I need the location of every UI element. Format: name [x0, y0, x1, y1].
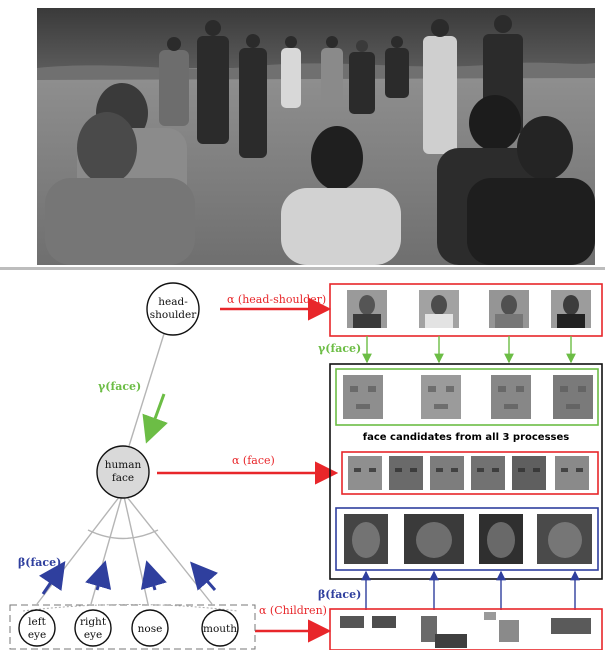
alpha-face-thumb — [555, 456, 589, 490]
node-head-shoulder: head- shoulder — [146, 282, 200, 336]
children-parts-thumbnails — [340, 612, 591, 648]
svg-text:left: left — [28, 616, 46, 628]
beta-face-box — [335, 507, 599, 571]
alpha-face-box — [341, 451, 599, 495]
node-nose: nose — [131, 609, 169, 647]
part-thumb-mouth — [435, 634, 467, 648]
alpha-face-thumb — [348, 456, 382, 490]
scene-photograph — [37, 8, 595, 265]
head-shoulder-thumb — [551, 290, 591, 328]
gamma-face-thumb — [491, 375, 531, 419]
beta-face-label-right: β(face) — [318, 588, 361, 601]
head-shoulder-thumb — [419, 290, 459, 328]
separator-line — [0, 267, 605, 270]
face-candidates-caption: face candidates from all 3 processes — [363, 432, 570, 443]
part-thumb-eye — [372, 616, 396, 628]
node-human-face: human face — [96, 445, 150, 499]
svg-text:nose: nose — [138, 623, 163, 635]
beta-candidate-arrows — [361, 570, 580, 610]
gamma-candidate-arrows — [362, 336, 576, 364]
part-thumb-eye — [340, 616, 364, 628]
node-mouth: mouth — [201, 609, 239, 647]
part-thumb-nose — [421, 616, 437, 642]
alpha-children-label: α (Children) — [259, 604, 327, 617]
gamma-face-label-left: γ(face) — [98, 380, 141, 393]
alpha-face-thumb — [430, 456, 464, 490]
alpha-face-thumbnails — [348, 456, 589, 490]
alpha-face-thumb — [512, 456, 546, 490]
node-left-eye: left eye — [18, 609, 56, 647]
alpha-head-shoulder-label: α (head-shoulder) — [227, 293, 326, 306]
head-shoulder-thumb — [489, 290, 529, 328]
svg-text:shoulder: shoulder — [150, 309, 198, 321]
svg-text:right: right — [80, 616, 107, 628]
gamma-face-thumb — [343, 375, 383, 419]
beta-face-thumbnails — [344, 514, 592, 564]
part-thumb-nose — [499, 620, 519, 642]
svg-text:head-: head- — [158, 296, 188, 308]
svg-text:mouth: mouth — [203, 623, 237, 635]
alpha-face-label: α (face) — [232, 454, 275, 467]
head-shoulder-box — [329, 283, 603, 337]
face-candidates-box — [329, 363, 603, 580]
svg-text:eye: eye — [28, 629, 46, 641]
svg-text:face: face — [112, 472, 134, 484]
gamma-face-arrow — [142, 393, 168, 444]
alpha-face-thumb — [471, 456, 505, 490]
gamma-face-thumb — [421, 375, 461, 419]
gamma-face-thumb — [553, 375, 593, 419]
gamma-face-thumbnails — [343, 375, 593, 419]
head-shoulder-thumb — [347, 290, 387, 328]
beta-face-label-left: β(face) — [18, 556, 61, 569]
svg-text:eye: eye — [84, 629, 102, 641]
and-or-graph-diagram: γ(face) β(face) α (head-shoulder) α (fac… — [0, 272, 605, 651]
part-thumb-mouth — [551, 618, 591, 634]
head-shoulder-thumbnails — [347, 290, 591, 328]
node-right-eye: right eye — [74, 609, 112, 647]
gamma-face-label-right: γ(face) — [318, 342, 361, 355]
gamma-face-box — [335, 368, 599, 426]
svg-text:human: human — [105, 459, 142, 471]
alpha-face-thumb — [389, 456, 423, 490]
beta-arrows — [39, 560, 218, 595]
